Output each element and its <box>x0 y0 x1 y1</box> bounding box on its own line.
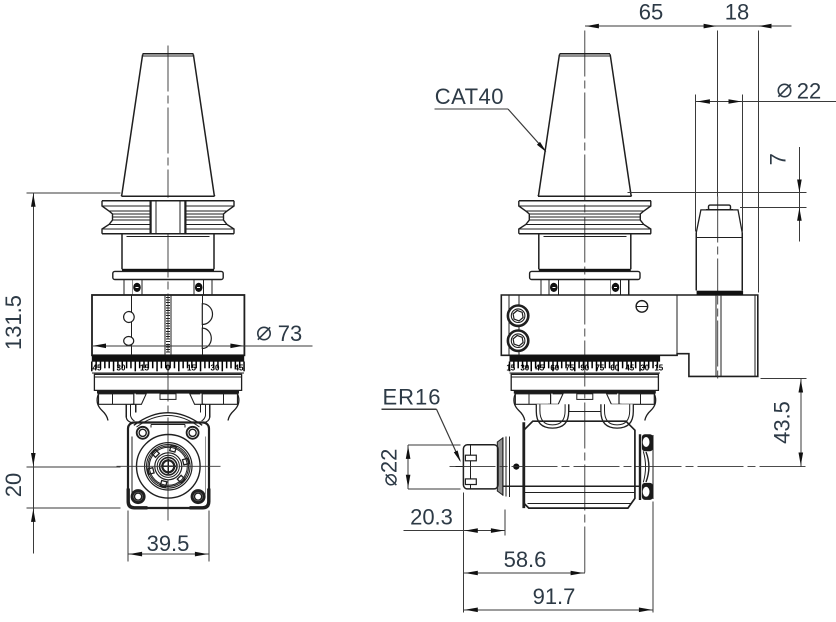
svg-text:ER16: ER16 <box>383 385 442 410</box>
svg-text:CAT40: CAT40 <box>435 84 504 109</box>
svg-text:131.5: 131.5 <box>1 295 26 350</box>
svg-text:45: 45 <box>235 364 244 373</box>
svg-text:⌀22: ⌀22 <box>377 449 402 487</box>
svg-text:90: 90 <box>580 364 589 373</box>
svg-text:15: 15 <box>140 364 149 373</box>
svg-text:7: 7 <box>766 153 791 165</box>
svg-text:91.7: 91.7 <box>533 584 576 609</box>
svg-text:18: 18 <box>725 0 749 25</box>
svg-text:39.5: 39.5 <box>147 531 190 556</box>
svg-text:75: 75 <box>595 364 604 373</box>
svg-text:15: 15 <box>187 364 196 373</box>
svg-text:60: 60 <box>550 364 559 373</box>
svg-text:20.3: 20.3 <box>410 505 453 530</box>
svg-text:58.6: 58.6 <box>504 547 547 572</box>
svg-text:75: 75 <box>565 364 574 373</box>
svg-text:15: 15 <box>506 364 515 373</box>
svg-text:30: 30 <box>117 364 126 373</box>
svg-text:30: 30 <box>211 364 220 373</box>
svg-text:73: 73 <box>278 321 302 346</box>
svg-text:43.5: 43.5 <box>770 401 795 444</box>
svg-text:60: 60 <box>610 364 619 373</box>
svg-text:15: 15 <box>654 364 663 373</box>
svg-text:22: 22 <box>797 79 821 104</box>
svg-text:65: 65 <box>639 0 663 25</box>
svg-text:20: 20 <box>1 473 26 497</box>
svg-text:0: 0 <box>166 364 171 373</box>
svg-text:45: 45 <box>625 364 634 373</box>
svg-text:45: 45 <box>535 364 544 373</box>
svg-text:30: 30 <box>520 364 529 373</box>
svg-text:45: 45 <box>93 364 102 373</box>
svg-text:30: 30 <box>640 364 649 373</box>
